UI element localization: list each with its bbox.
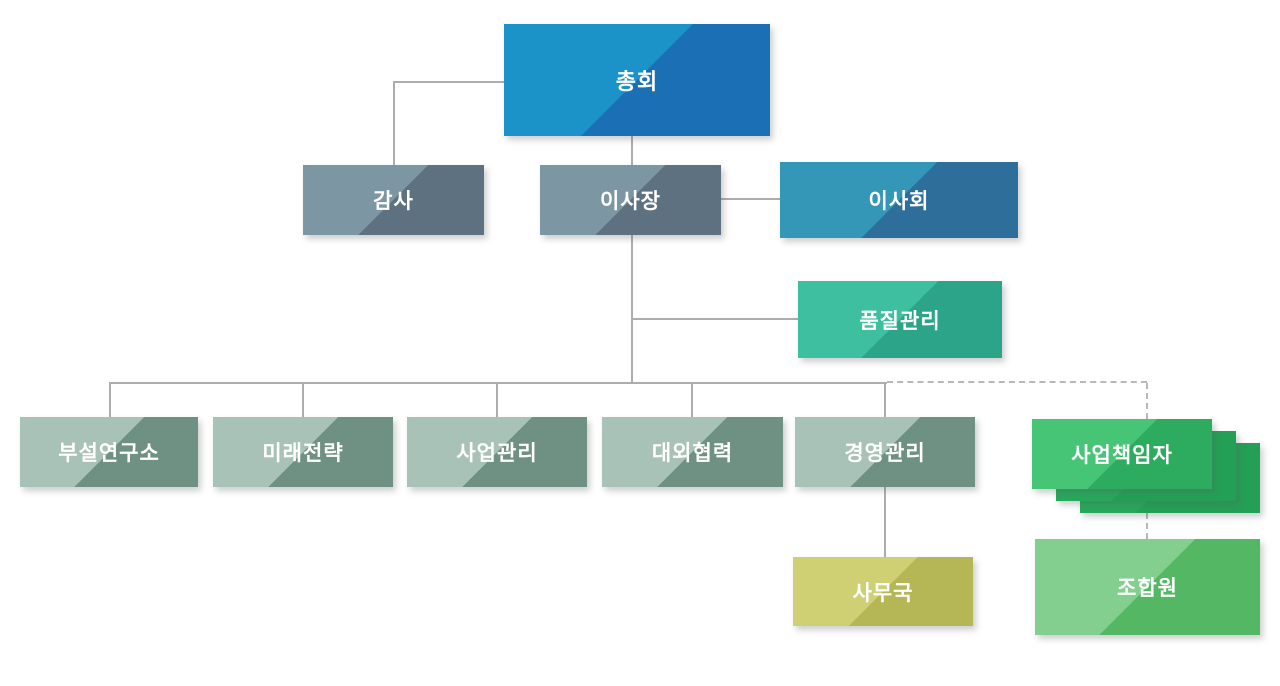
org-node-audit: 감사 — [303, 165, 484, 235]
org-node-label-assembly: 총회 — [615, 69, 659, 94]
connector-chairman-board — [721, 198, 780, 200]
org-node-label-chairman: 이사장 — [600, 190, 661, 213]
org-node-label-audit: 감사 — [373, 190, 414, 213]
org-node-management: 경영관리 — [795, 417, 975, 487]
org-node-secretariat: 사무국 — [793, 557, 973, 626]
org-node-label-management: 경영관리 — [844, 442, 926, 465]
org-node-label-board: 이사회 — [868, 190, 930, 213]
org-node-assembly: 총회 — [504, 24, 770, 136]
org-node-label-future: 미래전략 — [262, 442, 344, 465]
org-node-label-secretariat: 사무국 — [852, 581, 914, 605]
connector-management-secretariat — [884, 487, 886, 557]
org-node-label-external: 대외협력 — [651, 442, 734, 465]
connector-departments-horizontal — [109, 382, 887, 384]
connector-drop-external — [691, 382, 693, 417]
connector-dashed-horizontal — [887, 381, 1147, 383]
connector-drop-management — [884, 382, 886, 417]
org-node-board: 이사회 — [780, 162, 1018, 238]
connector-assembly-chairman — [631, 136, 633, 165]
connector-chairman-trunk — [631, 235, 633, 383]
org-node-label-member: 조합원 — [1117, 577, 1178, 600]
org-node-label-research: 부설연구소 — [58, 442, 160, 465]
connector-assembly-audit-vertical — [393, 81, 395, 165]
org-node-research: 부설연구소 — [20, 417, 198, 487]
org-node-business: 사업관리 — [407, 417, 587, 487]
org-node-future: 미래전략 — [213, 417, 393, 487]
org-node-chairman: 이사장 — [540, 165, 721, 235]
connector-assembly-audit-horizontal — [393, 81, 504, 83]
org-node-member: 조합원 — [1035, 539, 1260, 635]
org-node-project-manager: 사업책임자 — [1032, 419, 1212, 489]
connector-trunk-quality — [631, 318, 798, 320]
org-node-external: 대외협력 — [602, 417, 783, 487]
org-node-label-business: 사업관리 — [456, 442, 538, 465]
org-node-label-quality: 품질관리 — [859, 309, 941, 333]
connector-drop-future — [302, 382, 304, 417]
org-node-label-project-manager: 사업책임자 — [1071, 444, 1173, 467]
connector-drop-research — [109, 382, 111, 417]
org-node-quality: 품질관리 — [798, 281, 1002, 358]
connector-drop-business — [496, 382, 498, 417]
